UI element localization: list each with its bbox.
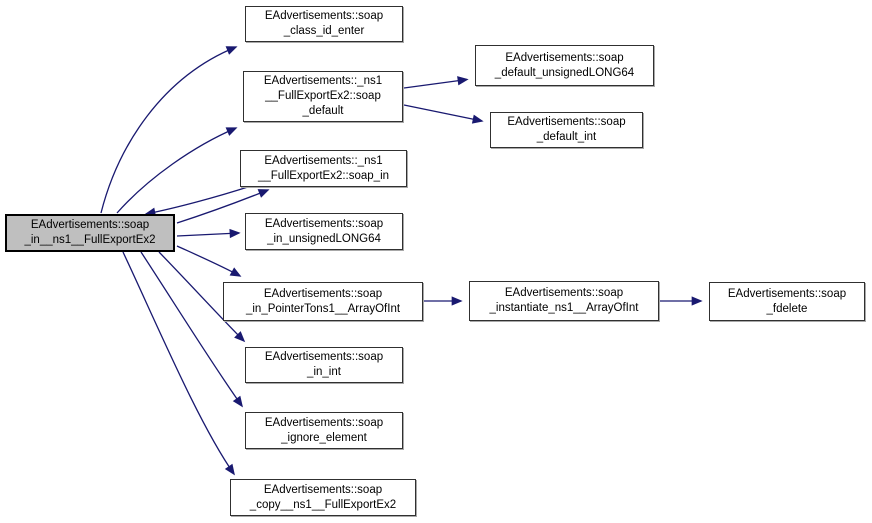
node-soap-in-int[interactable]: EAdvertisements::soap _in_int [245, 347, 403, 383]
node-label-line: _ignore_element [281, 431, 367, 444]
node-soap-ignore-element[interactable]: EAdvertisements::soap _ignore_element [245, 412, 403, 449]
node-soap-in-unsignedlong64[interactable]: EAdvertisements::soap _in_unsignedLONG64 [245, 213, 403, 250]
node-label-line: EAdvertisements::soap [264, 351, 384, 363]
node-label-line: EAdvertisements::soap [727, 287, 847, 300]
edge-default-to-default-int [403, 104, 484, 124]
node-soap-fdelete[interactable]: EAdvertisements::soap _fdelete [709, 282, 865, 321]
node-label-line: EAdvertisements::soap [264, 416, 384, 429]
node-label-line: _instantiate_ns1__ArrayOfInt [489, 302, 639, 314]
node-label-line: _default_int [536, 131, 597, 143]
node-label-line: _default_unsignedLONG64 [494, 66, 635, 79]
node-label-line: EAdvertisements::soap [507, 116, 626, 128]
edge-root-to-in-unsignedlong64 [176, 228, 241, 239]
node-label-line: EAdvertisements::soap [504, 287, 624, 299]
node-label-line: _class_id_enter [283, 25, 365, 37]
node-label-line: EAdvertisements::soap [505, 51, 624, 64]
node-label-line: EAdvertisements::soap [264, 217, 384, 230]
node-soap-class-id-enter[interactable]: EAdvertisements::soap _class_id_enter [245, 6, 403, 42]
edge-root-to-in-pointertons1 [176, 245, 242, 277]
node-label-line: _fdelete [766, 302, 808, 315]
node-label-line: __FullExportEx2::soap_in [257, 169, 390, 182]
edge-root-to-class-id-enter [100, 46, 238, 214]
node-soap-in-pointertons1-arrayofint[interactable]: EAdvertisements::soap _in_PointerTons1__… [223, 282, 423, 321]
node-label-line: __FullExportEx2::soap [265, 90, 381, 102]
node-soap-instantiate-ns1-arrayofint[interactable]: EAdvertisements::soap _instantiate_ns1__… [469, 281, 659, 321]
edge-root-to-soap-default [116, 127, 238, 214]
node-soap-copy-ns1-fullexportex2[interactable]: EAdvertisements::soap _copy__ns1__FullEx… [230, 479, 416, 516]
edge-soap-in-to-root [144, 185, 252, 217]
node-label-line: _in_int [307, 366, 341, 378]
node-label-line: EAdvertisements::soap [30, 219, 150, 231]
node-label-line: EAdvertisements::soap [263, 483, 383, 496]
node-soap-default-int[interactable]: EAdvertisements::soap _default_int [490, 112, 643, 148]
edge-root-to-in-int [158, 251, 246, 343]
node-label-line: EAdvertisements::_ns1 [263, 75, 383, 87]
node-soap-default-unsignedlong64[interactable]: EAdvertisements::soap _default_unsignedL… [475, 45, 654, 86]
edge-root-to-copy [122, 251, 235, 476]
edge-default-to-default-unsignedlong64 [403, 76, 469, 89]
node-label-line: EAdvertisements::soap [263, 287, 383, 300]
node-label-line: _in__ns1__FullExportEx2 [24, 234, 156, 246]
node-label-line: EAdvertisements::soap [264, 10, 384, 22]
node-ns1-fullexportex2-soap-default[interactable]: EAdvertisements::_ns1 __FullExportEx2::s… [243, 71, 403, 122]
node-soap-in-ns1-fullexportex2[interactable]: EAdvertisements::soap _in__ns1__FullExpo… [5, 214, 175, 252]
node-label-line: _copy__ns1__FullExportEx2 [249, 498, 397, 511]
node-label-line: _in_unsignedLONG64 [267, 232, 381, 245]
edge-root-to-ignore-element [140, 251, 243, 408]
node-ns1-fullexportex2-soap-in[interactable]: EAdvertisements::_ns1 __FullExportEx2::s… [240, 150, 407, 187]
node-label-line: EAdvertisements::_ns1 [264, 154, 383, 167]
node-label-line: _in_PointerTons1__ArrayOfInt [245, 302, 401, 315]
edge-root-to-soap-in [176, 189, 270, 224]
node-label-line: _default [302, 105, 344, 117]
